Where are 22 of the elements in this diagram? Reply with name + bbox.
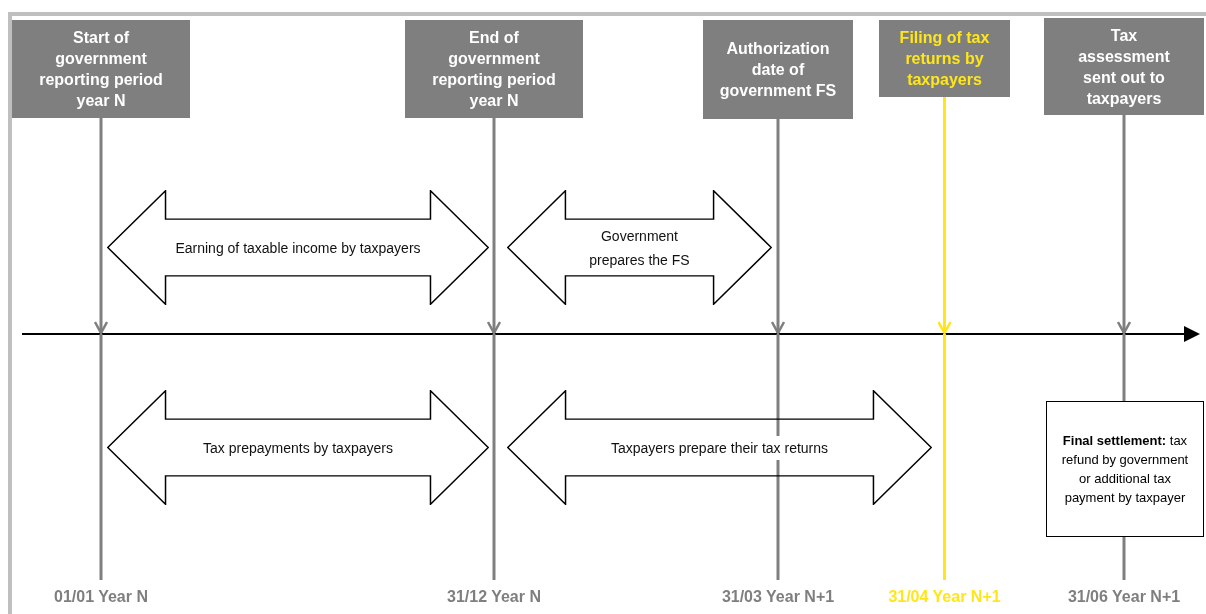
event-title: Filing of tax returns by taxpayers xyxy=(898,28,991,90)
date-label: 31/03 Year N+1 xyxy=(721,587,835,607)
event-title: Authorization date of government FS xyxy=(718,39,838,101)
date-label: 31/06 Year N+1 xyxy=(1067,587,1181,607)
date-label: 31/04 Year N+1 xyxy=(888,587,1001,607)
date-label: 01/01 Year N xyxy=(54,587,148,607)
event-box xyxy=(879,20,1010,97)
event-arrow xyxy=(1116,115,1132,335)
event-box xyxy=(1044,18,1204,115)
note-box xyxy=(1046,401,1204,537)
event-arrow xyxy=(937,97,952,335)
date-label: 31/12 Year N xyxy=(447,587,541,607)
event-box xyxy=(405,20,583,118)
event-box xyxy=(12,20,190,118)
event-arrow xyxy=(93,118,109,335)
event-arrow xyxy=(486,118,502,335)
event-box xyxy=(703,20,853,119)
event-title: End of government reporting period year N xyxy=(431,28,557,111)
event-arrow xyxy=(770,119,786,335)
event-title: Tax assessment sent out to taxpayers xyxy=(1077,25,1171,109)
event-title: Start of government reporting period year N xyxy=(38,28,164,111)
note-text: Final settlement: tax refund by government or additional tax payment by taxpayer xyxy=(1060,432,1190,507)
